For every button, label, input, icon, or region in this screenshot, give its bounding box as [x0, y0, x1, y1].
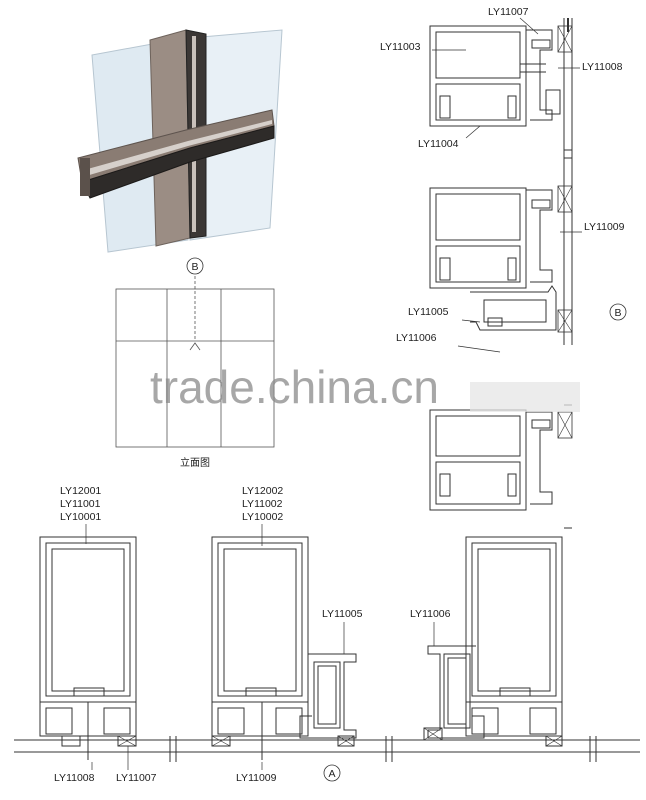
label-ly11005-bottom: LY11005 [322, 608, 363, 620]
label-ly11006-bottom: LY11006 [410, 608, 451, 620]
label-ly11007-bottom: LY11007 [116, 772, 157, 784]
label-ly11003: LY11003 [380, 41, 421, 53]
leader-lines-right [432, 17, 582, 353]
svg-text:A: A [328, 768, 335, 780]
label-ly11007-top: LY11007 [488, 6, 529, 18]
label-ly11001: LY11001 [60, 498, 101, 510]
label-ly11004: LY11004 [418, 138, 459, 150]
elevation-caption: 立面图 [180, 456, 210, 469]
watermark-smudge [470, 382, 580, 412]
marker-b-elevation: B [186, 257, 204, 275]
leader-lines-bottom [85, 524, 435, 770]
label-ly10002: LY10002 [242, 511, 283, 523]
label-ly11002: LY11002 [242, 498, 283, 510]
svg-text:B: B [191, 261, 198, 273]
label-ly11008-bottom: LY11008 [54, 772, 95, 784]
label-ly11009-right: LY11009 [584, 221, 625, 233]
curtain-wall-3d-view [77, 29, 283, 253]
label-ly11009-bottom: LY11009 [236, 772, 277, 784]
vertical-section-b [429, 18, 573, 529]
label-ly11006-right: LY11006 [396, 332, 437, 344]
watermark-text: trade.china.cn [150, 361, 439, 413]
label-ly12001: LY12001 [60, 485, 101, 497]
elevation-drawing [115, 276, 275, 448]
marker-b-section: B [609, 303, 627, 321]
label-ly11008-top: LY11008 [582, 61, 623, 73]
marker-a: A [323, 764, 341, 782]
svg-text:B: B [614, 307, 621, 319]
horizontal-section-a [14, 536, 640, 762]
label-ly11005-right: LY11005 [408, 306, 449, 318]
label-ly12002: LY12002 [242, 485, 283, 497]
label-ly10001: LY10001 [60, 511, 101, 523]
